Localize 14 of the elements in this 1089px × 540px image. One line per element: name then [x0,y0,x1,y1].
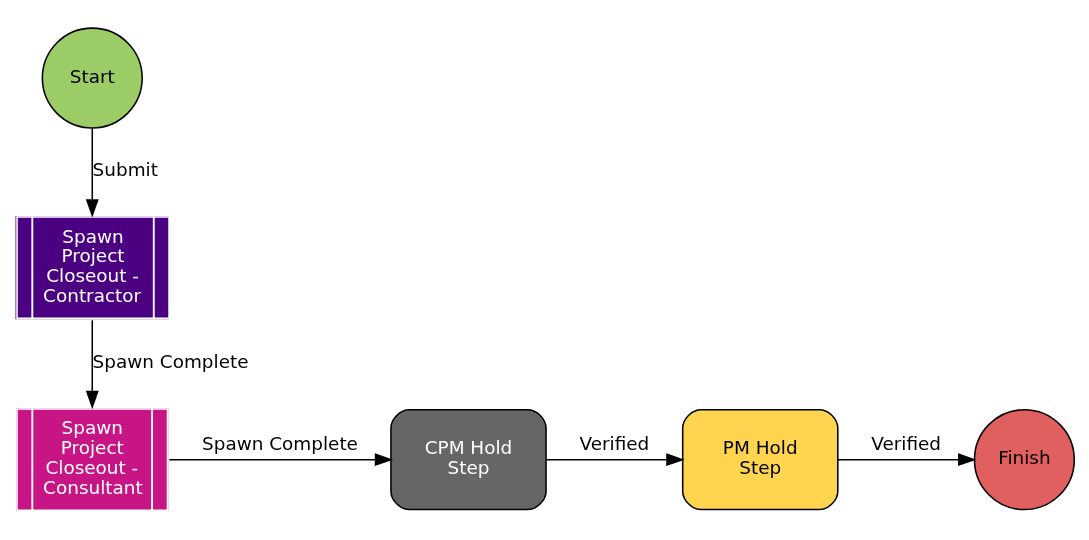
node-circle: Finish [973,408,1076,511]
edge-label: Submit [92,159,158,181]
arrow [85,127,99,218]
node-circle: Start [41,27,143,129]
edge-label: Spawn Complete [202,432,358,454]
arrow [85,319,99,410]
edge-label: Spawn Complete [92,351,249,373]
node-box: PM Hold Step [681,408,839,511]
edge-label: Verified [871,432,942,454]
node-box: CPM Hold Step [390,408,547,511]
arrow [545,453,685,467]
arrow [837,453,977,467]
edge-label: Verified [579,432,650,454]
arrow [168,453,394,467]
